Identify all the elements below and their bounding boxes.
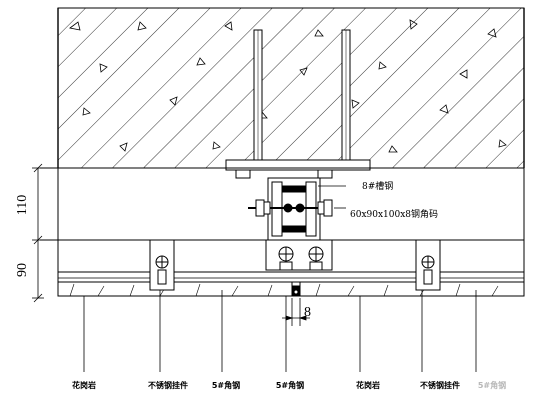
- dim-gap: 8: [304, 305, 311, 320]
- granite-panel-right: [299, 281, 525, 297]
- bolt-nut-right: [323, 199, 333, 217]
- granite-panel-left: [57, 281, 293, 297]
- embedded-anchor: [225, 29, 371, 171]
- ss-hanger-left-detail: [149, 239, 175, 291]
- embed-plate: [225, 159, 371, 171]
- label-leaders: [83, 290, 477, 372]
- label-angle-5-a: 5#角钢: [212, 380, 240, 390]
- label-granite-left: 花岗岩: [72, 380, 96, 390]
- granite-panels: [57, 281, 525, 297]
- dim-upper: 110: [15, 195, 30, 215]
- gap-dimension: [282, 298, 310, 326]
- label-angle-5-c: 5#角钢: [478, 380, 506, 390]
- callout-leaders: [318, 185, 346, 209]
- label-granite-right: 花岗岩: [356, 380, 380, 390]
- channel-bracket-assembly: [235, 169, 333, 241]
- label-channel: 8#槽钢: [362, 180, 393, 192]
- label-angle-5-b: 5#角钢: [276, 380, 304, 390]
- vertical-dimension-line: [32, 163, 44, 303]
- label-ss-hanger-right: 不锈钢挂件: [420, 380, 460, 390]
- label-angle-bracket: 60x90x100x8钢角码: [350, 208, 438, 220]
- label-ss-hanger-left: 不锈钢挂件: [148, 380, 188, 390]
- ss-hanger-right-detail: [415, 239, 441, 291]
- bolt-nut-left: [255, 199, 265, 217]
- concrete-wall: [57, 7, 525, 169]
- angle-clip: [265, 239, 333, 271]
- dim-lower: 90: [15, 263, 30, 277]
